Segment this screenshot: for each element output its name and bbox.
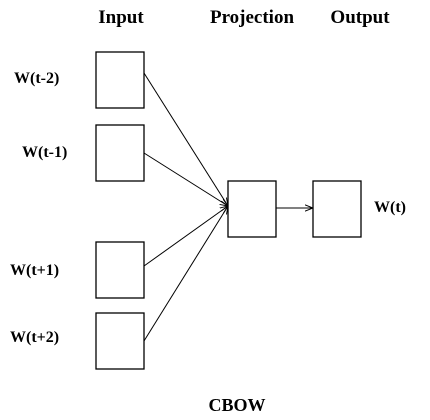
output-label: W(t) [374, 199, 406, 216]
arrow-input-3-to-projection [143, 206, 228, 267]
arrow-input-4-to-projection [143, 206, 228, 342]
arrow-input-2-to-projection [143, 152, 228, 206]
input-box-t-plus-1 [95, 241, 145, 299]
input-label-t-plus-1: W(t+1) [10, 262, 59, 279]
projection-header: Projection [210, 7, 294, 28]
input-label-t-minus-2: W(t-2) [14, 70, 59, 87]
input-box-t-minus-1 [95, 124, 145, 182]
input-label-t-minus-1: W(t-1) [22, 144, 67, 161]
projection-box [227, 180, 277, 238]
input-header: Input [98, 7, 144, 28]
input-box-t-minus-2 [95, 51, 145, 109]
diagram-caption: CBOW [208, 395, 265, 415]
input-box-t-plus-2 [95, 312, 145, 370]
arrow-input-1-to-projection [143, 72, 228, 206]
output-box [312, 180, 362, 238]
input-label-t-plus-2: W(t+2) [10, 329, 59, 346]
output-header: Output [330, 7, 390, 28]
